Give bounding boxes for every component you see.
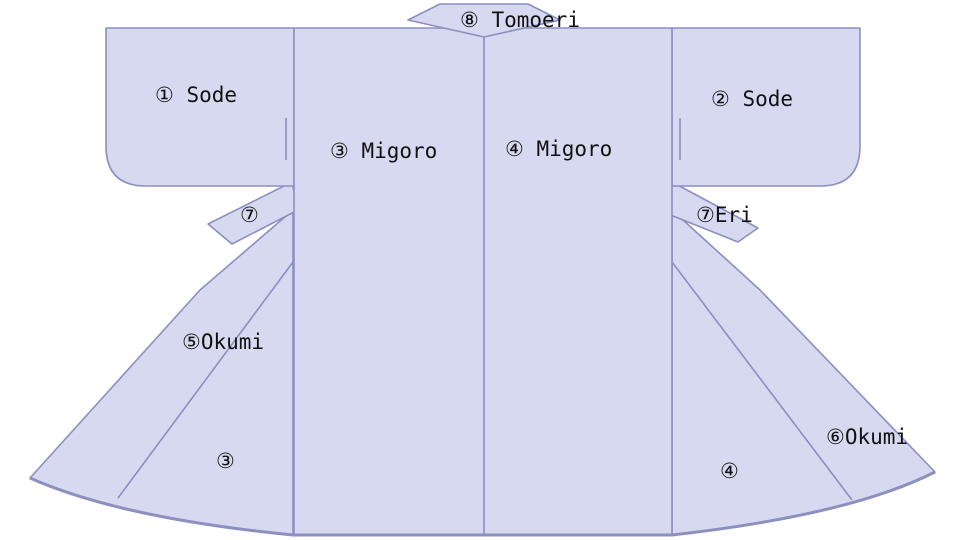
label-tomoeri: ⑧ Tomoeri [460,8,580,32]
label-eri-left: ⑦ [240,203,259,227]
label-migoro-left-lower: ③ [216,449,235,473]
tomoeri-panel [407,3,561,38]
label-migoro-right: ④ Migoro [505,137,612,161]
label-sode-left: ① Sode [155,83,237,107]
right-sode-panel [671,27,861,187]
label-migoro-left: ③ Migoro [330,139,437,163]
label-okumi-left: ⑤Okumi [182,330,264,354]
right-skirt-panel [671,209,936,536]
right-okumi-seam [671,261,853,501]
label-migoro-right-lower: ④ [720,459,739,483]
label-sode-right: ② Sode [711,87,793,111]
left-skirt-panel [29,209,294,536]
left-sode-panel [105,27,295,187]
label-okumi-right: ⑥Okumi [826,425,908,449]
label-eri-right: ⑦Eri [696,203,753,227]
left-okumi-seam [117,261,294,499]
hem-line [29,470,936,537]
migoro-body-panel [293,27,673,536]
